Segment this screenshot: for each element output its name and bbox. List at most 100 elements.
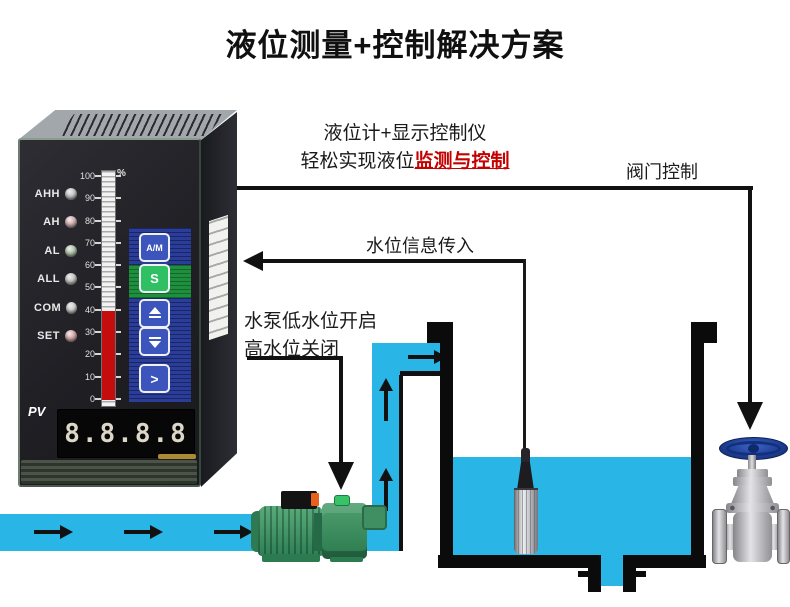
vent-grille-icon [57, 114, 224, 136]
tank-lip-left-stub [427, 331, 440, 343]
alarm-led-icon [65, 329, 77, 342]
flow-arrow-icon [124, 525, 163, 539]
info-line-horizontal [258, 259, 525, 263]
instrument-side-label [205, 205, 232, 350]
pipe-outline-under-inlet [400, 371, 452, 376]
valve-body [733, 512, 772, 562]
scale-tick-label: 30 [84, 327, 95, 338]
pump-priming-cap [334, 495, 350, 506]
bargraph-unit: % [117, 168, 126, 179]
subtitle-block: 液位计+显示控制仪 轻松实现液位监测与控制 [255, 120, 555, 176]
valve-neck-flange [726, 503, 779, 513]
level-sensor-probe [514, 488, 538, 554]
valve-stem [748, 455, 756, 471]
pump-terminal-tab [311, 493, 319, 506]
tank-lip-right [691, 322, 717, 333]
alarm-led-row: AL [34, 244, 77, 258]
valve-bonnet [731, 485, 774, 504]
pump-foot [262, 554, 320, 562]
pump-terminal-box [281, 491, 317, 509]
scale-tick-label: 60 [84, 260, 95, 271]
watermark [158, 454, 196, 459]
alarm-led-label: COM [34, 301, 62, 314]
pump-line-vertical [339, 356, 343, 464]
pump-motor [258, 506, 324, 556]
drain-wall-right [623, 555, 636, 592]
pv-seven-segment-display: 8.8.8.8 [57, 409, 195, 458]
down-arrow-icon [148, 341, 161, 348]
valve-handwheel [719, 437, 788, 460]
level-sensor-connector [521, 448, 530, 464]
alarm-led-icon [65, 188, 77, 200]
pump-line-horizontal [247, 356, 343, 360]
tank-wall-right [691, 322, 704, 568]
alarm-led-row: AHH [34, 187, 77, 201]
valve-control-label: 阀门控制 [626, 162, 698, 182]
scale-tick-label: 0 [89, 393, 95, 404]
scale-tick-label: 70 [84, 237, 95, 248]
scale-tick-label: 40 [84, 304, 95, 315]
instrument-side-panel [201, 112, 237, 487]
valve-packing-flange [737, 469, 768, 478]
set-button: S [139, 264, 170, 293]
valve-hub-left [725, 524, 736, 550]
pv-label: PV [28, 404, 46, 419]
flow-arrow-icon [34, 525, 73, 539]
flow-arrow-up-icon [379, 468, 393, 511]
valve-flange-left [712, 509, 727, 564]
alarm-led-label: ALL [37, 273, 60, 286]
alarm-led-row: SET [34, 329, 77, 343]
alarm-led-row: COM [34, 301, 77, 315]
scale-tick-label: 80 [84, 215, 95, 226]
alarm-led-label: AHH [34, 188, 60, 200]
tank-water [453, 457, 691, 555]
sensor-cable [523, 259, 526, 452]
pipe-outline-right [399, 375, 403, 551]
instrument-top-vents [18, 110, 237, 140]
valve-hub-right [769, 524, 779, 550]
drain-flange-left [578, 571, 588, 577]
alarm-led-row: AH [34, 215, 77, 229]
subtitle-highlight: 监测与控制 [414, 151, 510, 172]
alarm-led-icon [65, 216, 77, 229]
scale-tick-label: 100 [79, 171, 95, 181]
alarm-led-icon [65, 244, 77, 257]
scale-tick-label: 10 [84, 371, 95, 382]
shift-button: > [139, 364, 170, 393]
tank-wall-left [440, 322, 453, 568]
drain-flange-right [636, 571, 646, 577]
valve-packing-flange [733, 477, 772, 486]
alarm-led-icon [65, 273, 77, 286]
tank-lip-right-stub [704, 331, 717, 343]
alarm-led-icon [66, 301, 77, 314]
page-title: 液位测量+控制解决方案 [225, 28, 565, 63]
water-info-label: 水位信息传入 [366, 236, 474, 256]
drain-wall-left [588, 555, 601, 592]
pump-arrowhead-icon [328, 462, 354, 490]
up-arrow-icon [148, 307, 161, 314]
pump-outlet-flange [362, 505, 387, 530]
pump-head [322, 503, 367, 559]
pump-rule-label: 水泵低水位开启 高水位关闭 [244, 311, 378, 360]
alarm-led-label: AL [44, 244, 60, 257]
valve-line-vertical [748, 186, 752, 404]
valve-flange-right [777, 509, 790, 564]
pump-foot [330, 557, 363, 562]
bargraph-track [101, 170, 116, 407]
tank-lip-left [427, 322, 453, 333]
flow-arrow-icon [214, 525, 253, 539]
flow-arrow-up-icon [379, 378, 393, 421]
bottom-vent-grille-icon [21, 460, 197, 484]
info-arrowhead-icon [243, 251, 263, 271]
valve-arrowhead-icon [737, 402, 763, 430]
level-sensor-cone [517, 462, 534, 490]
subtitle-line2: 轻松实现液位监测与控制 [300, 151, 510, 172]
subtitle-line1: 液位计+显示控制仪 [323, 123, 487, 144]
alarm-led-label: AH [43, 216, 60, 229]
alarm-led-column: AHH AH AL ALL COM SET [34, 187, 77, 343]
drain-water [601, 555, 623, 586]
bargraph-fill [102, 311, 115, 400]
